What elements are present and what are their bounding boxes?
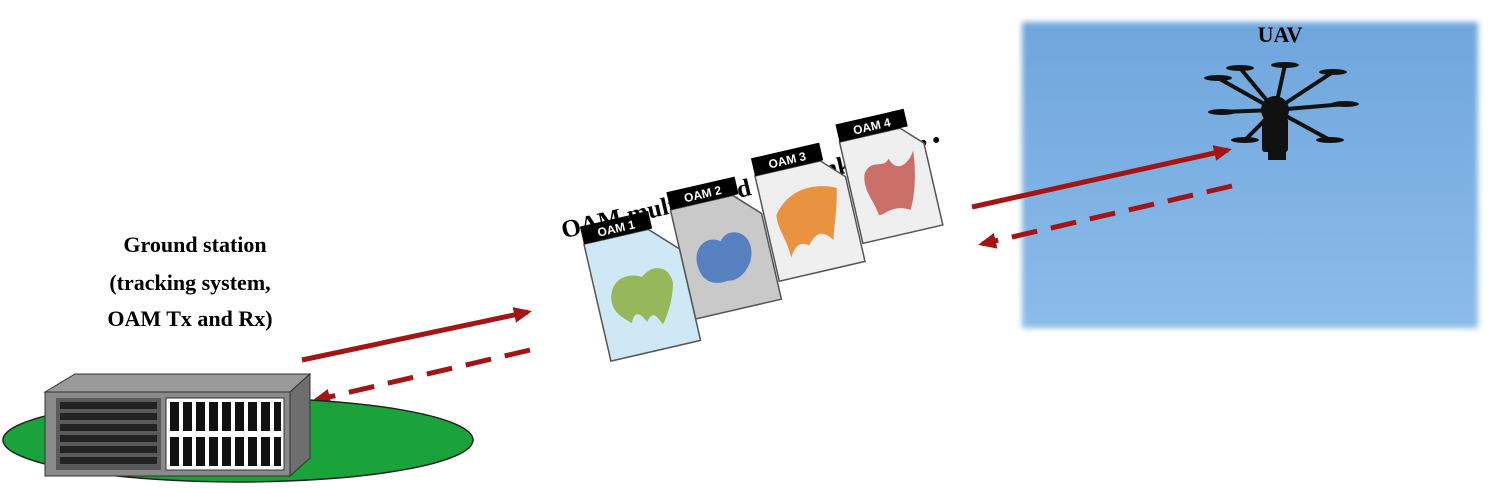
oam-2-beam-shape	[696, 232, 752, 283]
oam-card-3: OAM 3	[750, 142, 866, 283]
oam-card-4: OAM 4	[835, 108, 944, 245]
sky-panel	[1022, 22, 1478, 328]
uplink-arrow-uav	[971, 145, 1232, 210]
oam-card-1: OAM 1	[579, 210, 702, 363]
ground-station-title-line1: Ground station	[123, 232, 266, 257]
oam-3-beam-shape	[776, 186, 837, 258]
uav-label: UAV	[1258, 22, 1303, 47]
downlink-arrow-uav	[978, 183, 1233, 249]
downlink-arrow-ground	[312, 347, 531, 405]
ground-station-title-line3: OAM Tx and Rx)	[107, 306, 272, 331]
oam-card-2: OAM 2	[666, 176, 783, 320]
ground-station-title-line2: (tracking system,	[109, 270, 270, 295]
oam-cards: OAM 4 OAM 3 OAM 2 OAM 1	[579, 108, 944, 363]
oam-4-beam-shape	[864, 149, 915, 216]
ground-station-server-icon	[43, 372, 312, 478]
oam-1-beam-shape	[611, 268, 673, 325]
drone-icon	[1204, 62, 1359, 160]
uplink-arrow-ground	[301, 307, 532, 363]
